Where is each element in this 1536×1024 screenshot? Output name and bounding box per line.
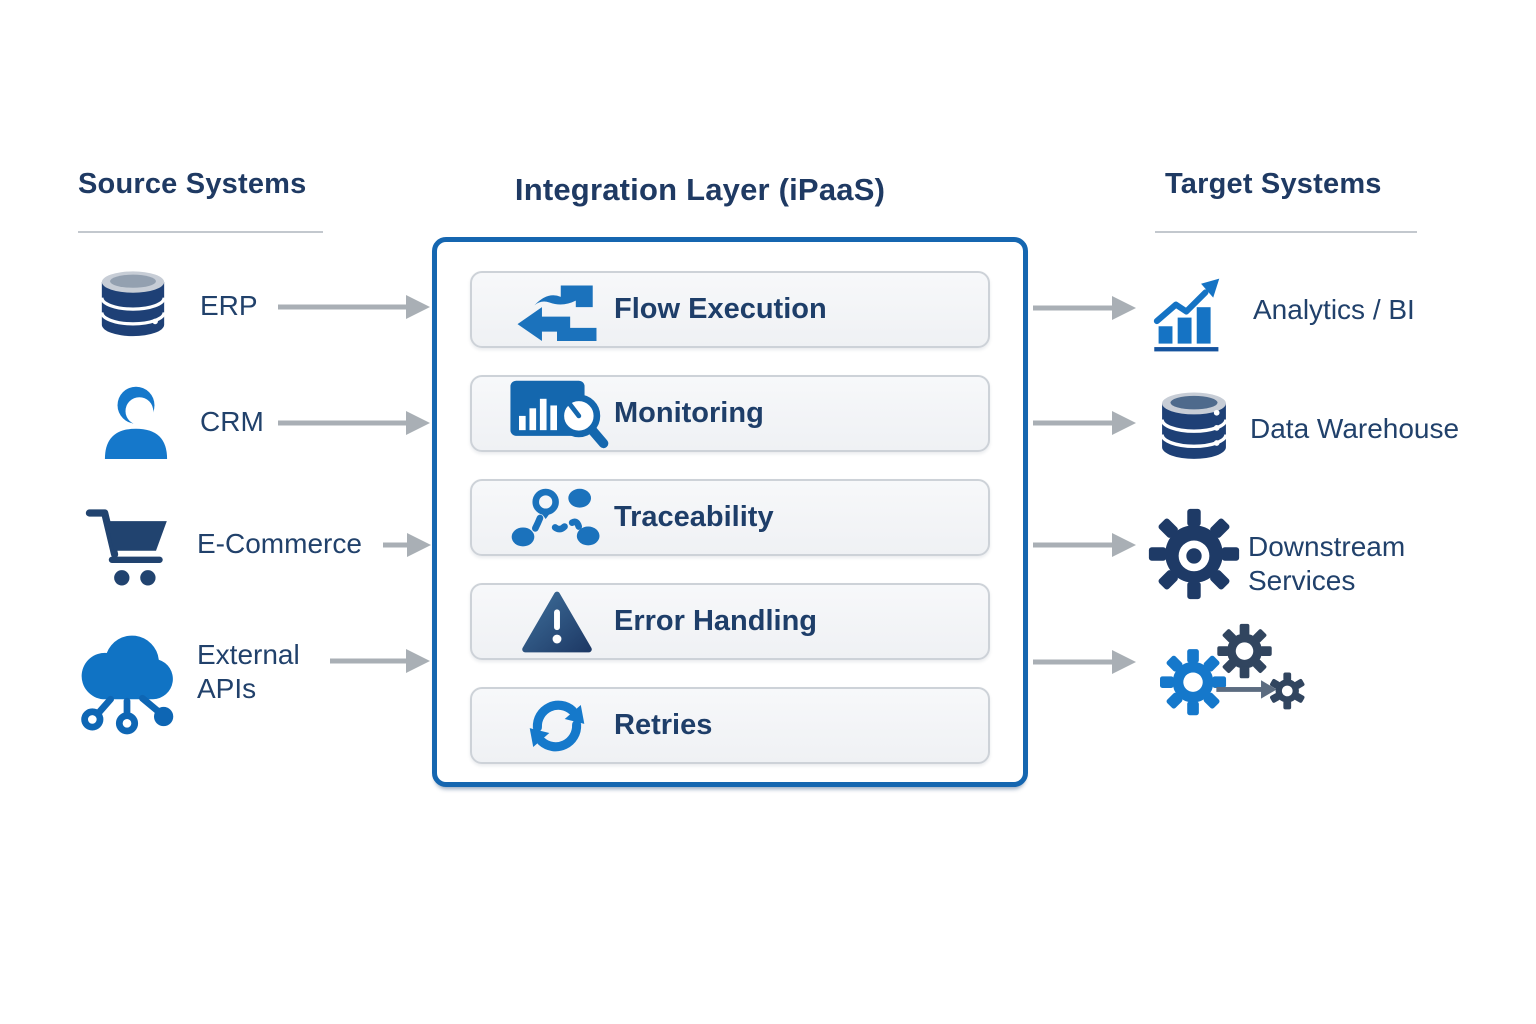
arrow-ecommerce-to-integration — [383, 532, 431, 558]
pipeline-box-flow-execution: Flow Execution — [470, 271, 990, 348]
arrow-integration-to-warehouse — [1033, 410, 1136, 436]
cloud-api-icon — [74, 618, 180, 738]
pipeline-label-retries: Retries — [614, 709, 713, 741]
pipeline-label-traceability: Traceability — [614, 501, 774, 533]
pipeline-box-monitoring: Monitoring — [470, 375, 990, 452]
integration-layer-box: Flow Execution Monitoring — [432, 237, 1028, 787]
source-label-erp: ERP — [200, 290, 258, 321]
traceability-icon — [500, 484, 614, 552]
monitoring-icon — [500, 376, 614, 452]
gear-icon — [1146, 506, 1242, 602]
arrow-integration-to-downstream — [1033, 532, 1136, 558]
pipeline-box-error-handling: Error Handling — [470, 583, 990, 660]
target-label-warehouse: Data Warehouse — [1250, 413, 1460, 444]
flow-arrows-icon — [500, 276, 614, 344]
source-systems-title: Source Systems — [78, 168, 307, 200]
arrow-integration-to-services — [1033, 649, 1136, 675]
source-label-external-apis: External APIs — [197, 639, 300, 704]
warning-triangle-icon — [500, 588, 614, 656]
arrow-integration-to-analytics — [1033, 295, 1136, 321]
gears-cluster-icon — [1150, 620, 1306, 722]
target-label-downstream: Downstream Services — [1248, 531, 1406, 596]
source-label-crm: CRM — [200, 406, 264, 437]
target-systems-title: Target Systems — [1165, 168, 1382, 200]
arrow-external-apis-to-integration — [330, 648, 430, 674]
pipeline-label-flow-execution: Flow Execution — [614, 293, 827, 325]
pipeline-box-traceability: Traceability — [470, 479, 990, 556]
pipeline-label-monitoring: Monitoring — [614, 397, 764, 429]
shopping-cart-icon — [82, 504, 176, 594]
pipeline-label-error-handling: Error Handling — [614, 605, 818, 637]
source-label-ecommerce: E-Commerce — [197, 528, 362, 559]
pipeline-box-retries: Retries — [470, 687, 990, 764]
target-title-underline — [1155, 231, 1417, 233]
database-icon — [92, 264, 174, 346]
arrow-erp-to-integration — [278, 294, 430, 320]
analytics-chart-icon — [1150, 276, 1240, 354]
source-title-underline — [78, 231, 323, 233]
target-label-analytics: Analytics / BI — [1253, 294, 1415, 325]
database-icon — [1152, 383, 1236, 471]
retry-icon — [500, 691, 614, 761]
arrow-crm-to-integration — [278, 410, 430, 436]
user-icon — [94, 378, 178, 466]
integration-layer-title: Integration Layer (iPaaS) — [514, 172, 886, 207]
